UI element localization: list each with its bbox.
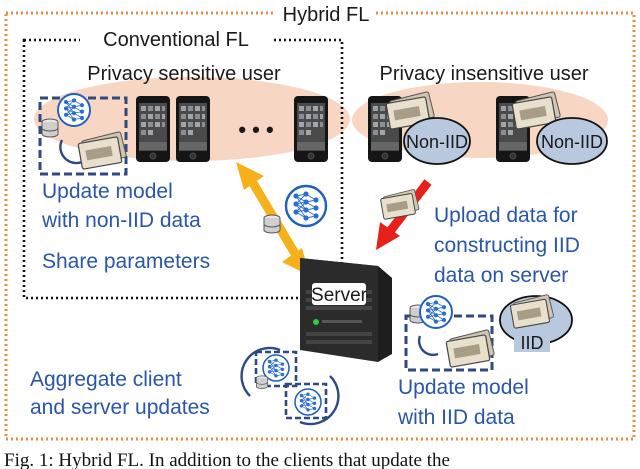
data-card-icon	[445, 328, 496, 368]
share-parameters-text: Share parameters	[42, 250, 210, 273]
database-icon	[256, 375, 268, 389]
hybrid-fl-frame	[4, 11, 636, 441]
hybrid-fl-diagram: Hybrid FL Conventional FL Privacy sensit…	[4, 2, 636, 441]
conventional-fl-label: Conventional FL	[103, 29, 249, 51]
cycle-arrow-icon	[59, 139, 83, 165]
upload-data-text: constructing IID	[434, 234, 580, 257]
noniid-label: Non-IID	[541, 132, 603, 152]
noniid-bubble	[403, 117, 471, 165]
database-icon	[263, 214, 281, 234]
server-label: Server	[311, 285, 368, 306]
aggregate-icon	[240, 346, 340, 426]
update-model-text: Update model	[42, 180, 173, 203]
data-card-icon	[379, 188, 420, 220]
noniid-label: Non-IID	[406, 132, 468, 152]
conventional-fl-frame	[22, 38, 344, 300]
iid-update-text: Update model	[398, 376, 529, 399]
smartphone-icon	[135, 95, 171, 163]
neural-network-icon	[284, 184, 328, 228]
iid-label: IID	[520, 333, 543, 353]
upload-data-text: Upload data for	[434, 204, 578, 227]
iid-update-text: with IID data	[397, 406, 515, 429]
aggregate-text: and server updates	[30, 396, 210, 419]
aggregate-text: Aggregate client	[30, 368, 182, 391]
neural-network-icon	[294, 388, 322, 416]
sensitive-user-label: Privacy sensitive user	[87, 63, 281, 85]
cycle-arrow-icon	[417, 335, 439, 357]
hybrid-fl-label: Hybrid FL	[283, 4, 370, 26]
neural-network-icon	[419, 295, 453, 329]
neural-network-icon	[57, 93, 91, 127]
more-clients-ellipsis: • • •	[238, 117, 273, 142]
smartphone-icon	[293, 95, 329, 163]
smartphone-icon	[175, 95, 211, 163]
figure-caption: Fig. 1: Hybrid FL. In addition to the cl…	[4, 450, 450, 469]
upload-data-text: data on server	[434, 264, 568, 287]
update-model-text: with non-IID data	[41, 209, 201, 232]
database-icon	[41, 118, 59, 138]
insensitive-user-label: Privacy insensitive user	[380, 63, 589, 85]
noniid-bubble	[536, 117, 608, 165]
server-icon	[300, 258, 392, 362]
